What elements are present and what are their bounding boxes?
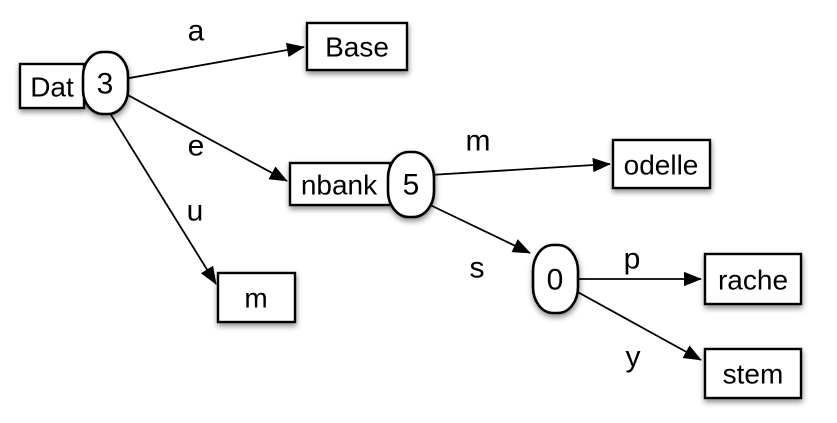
node-nbank: nbank 5 (288, 150, 436, 219)
edge-y-arrow (573, 289, 702, 361)
edge-labels-layer: a e u m s p y (187, 15, 641, 374)
edge-u-arrow (107, 109, 217, 285)
edge-p-label: p (624, 243, 641, 276)
node-dat-count: 3 (97, 68, 114, 101)
node-m-label: m (244, 283, 267, 314)
edges-layer (107, 42, 702, 361)
node-stem: stem (703, 347, 803, 400)
node-rache: rache (703, 252, 803, 306)
node-dat-count-oval (81, 50, 130, 116)
node-zero: 0 (531, 243, 580, 315)
node-dat-label: Dat (30, 72, 74, 103)
node-dat-box (18, 62, 86, 110)
node-m: m (216, 271, 297, 324)
node-dat: Dat 3 (18, 50, 130, 116)
node-rache-box (703, 252, 803, 306)
node-zero-count-oval (531, 243, 580, 315)
node-odelle-label: odelle (624, 150, 699, 181)
edge-s-arrow (425, 202, 531, 254)
edge-e-label: e (188, 130, 205, 163)
edge-m-label: m (466, 125, 491, 158)
edge-a-label: a (188, 15, 205, 48)
node-base: Base (305, 21, 409, 72)
node-rache-label: rache (718, 265, 788, 296)
edge-a-arrow (123, 42, 305, 80)
node-odelle-box (611, 138, 712, 190)
node-nbank-label: nbank (301, 170, 378, 201)
node-base-box (305, 21, 409, 72)
node-m-box (216, 271, 297, 324)
edge-u-label: u (187, 195, 204, 228)
node-stem-label: stem (723, 359, 784, 390)
node-zero-count: 0 (547, 264, 564, 297)
node-nbank-count: 5 (403, 169, 420, 202)
node-base-label: Base (325, 32, 389, 63)
edge-s-label: s (470, 252, 485, 285)
node-nbank-box (288, 161, 392, 207)
edge-y-label: y (626, 341, 641, 374)
edge-m-arrow (429, 157, 611, 176)
node-nbank-count-oval (386, 150, 436, 219)
node-odelle: odelle (611, 138, 712, 190)
edge-e-arrow (123, 92, 288, 182)
node-stem-box (703, 347, 803, 400)
